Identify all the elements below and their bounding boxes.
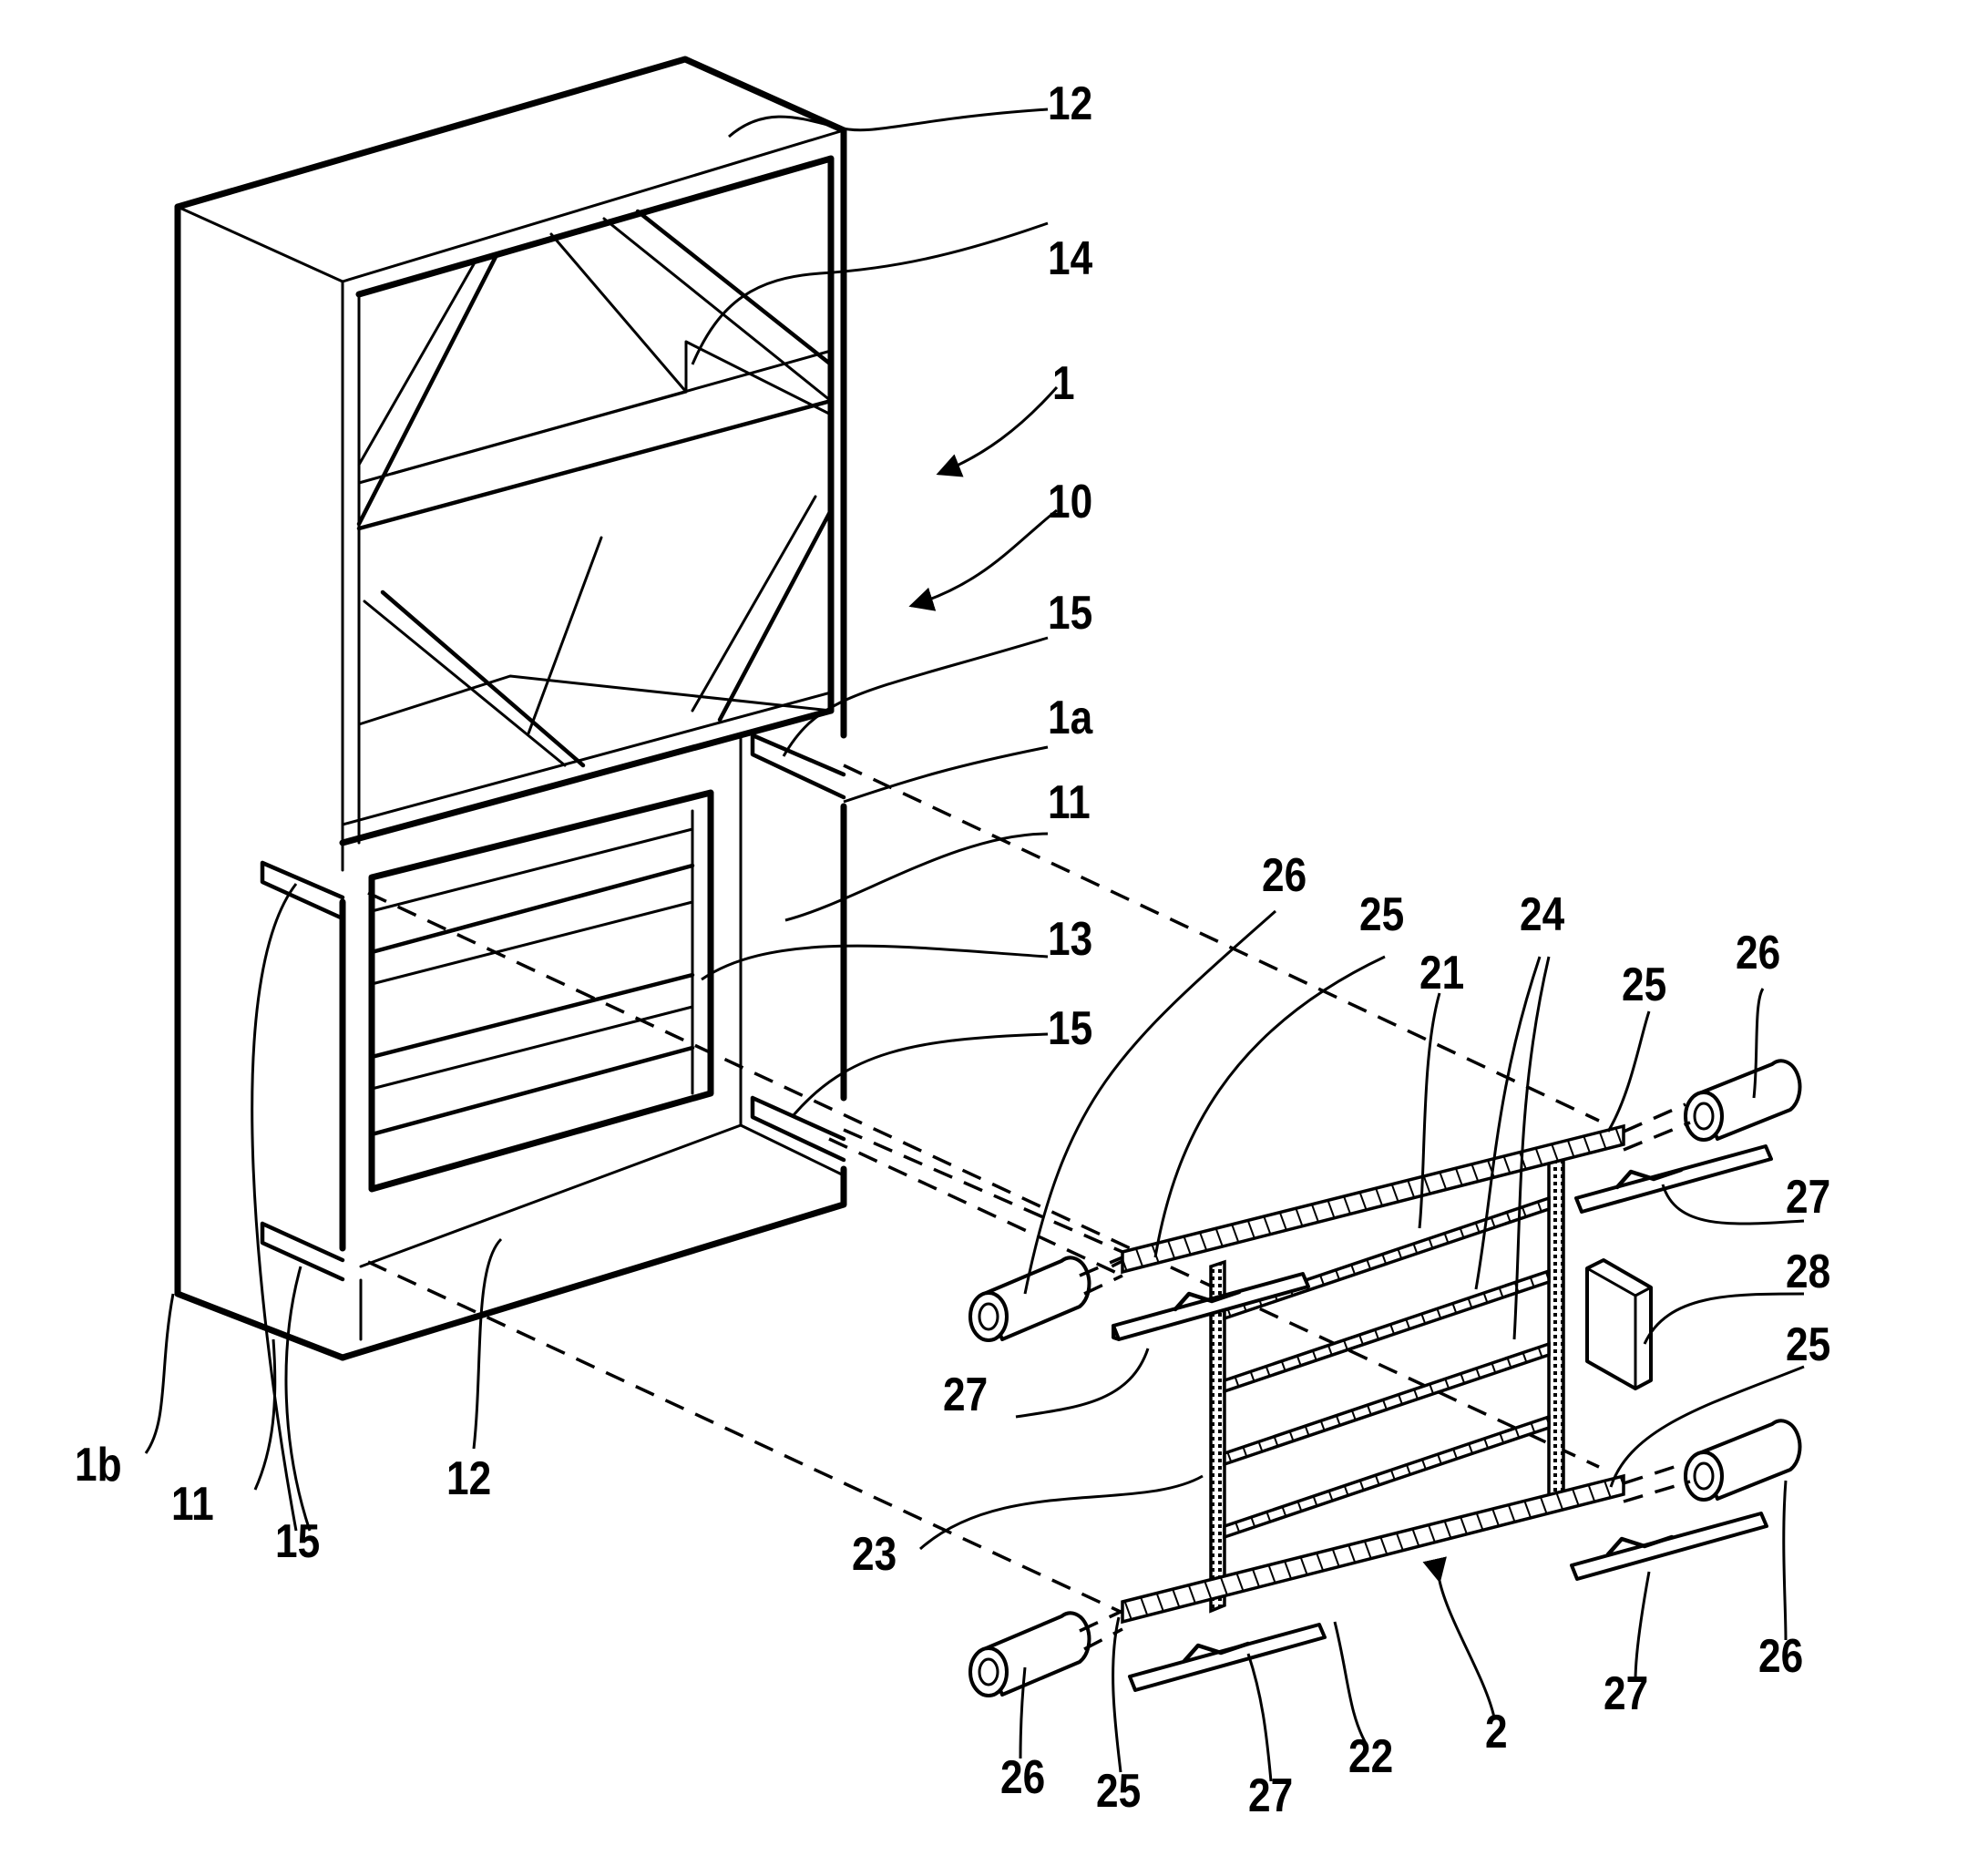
leader-lines — [144, 108, 1805, 1782]
label-26-b: 26 — [1736, 927, 1781, 979]
section-divider-top — [339, 707, 835, 846]
label-1a: 1a — [1048, 692, 1093, 744]
label-26-d: 26 — [1758, 1630, 1804, 1683]
label-15-c: 15 — [275, 1515, 321, 1568]
upper-bottom-shelf-back — [357, 674, 833, 726]
cabinet-left-side — [174, 203, 346, 1361]
label-25-a: 25 — [1359, 888, 1405, 941]
slot-15-lower-right — [750, 1095, 846, 1163]
label-10: 10 — [1048, 476, 1093, 528]
label-25-b: 25 — [1622, 959, 1667, 1011]
slot-15-upper-right — [750, 733, 846, 800]
label-27-c: 27 — [1248, 1769, 1294, 1822]
label-11-a: 11 — [1048, 776, 1091, 829]
label-15-b: 15 — [1048, 1002, 1093, 1055]
lower-frame-13 — [368, 789, 714, 1193]
label-24: 24 — [1520, 888, 1565, 941]
label-25-c: 25 — [1786, 1318, 1831, 1371]
tubes-26 — [968, 1059, 1802, 1697]
label-26-c: 26 — [1000, 1751, 1046, 1804]
tube-26-top-left — [968, 1256, 1123, 1342]
label-27-d: 27 — [1604, 1667, 1649, 1720]
label-1: 1 — [1052, 357, 1075, 410]
bracket-27-bottom-right — [1570, 1512, 1768, 1581]
shelf-14-back — [390, 340, 833, 476]
bracket-27-top-right — [1574, 1144, 1773, 1214]
crossbar-24-2 — [1223, 1268, 1551, 1394]
label-25-d: 25 — [1096, 1765, 1142, 1818]
label-23: 23 — [852, 1528, 897, 1581]
label-15-a: 15 — [1048, 587, 1093, 640]
label-22: 22 — [1348, 1730, 1394, 1783]
tube-26-bottom-right — [1623, 1419, 1802, 1503]
rail-22 — [1121, 1473, 1625, 1625]
label-2: 2 — [1485, 1706, 1508, 1758]
label-26-a: 26 — [1262, 849, 1307, 902]
cabinet-top-front-edge — [176, 128, 845, 283]
front-bottom-edge — [339, 1165, 847, 1361]
upper-opening-outer — [355, 155, 835, 714]
label-27-b: 27 — [943, 1369, 989, 1421]
tube-26-top-right — [1623, 1059, 1802, 1152]
label-12-bottom: 12 — [446, 1452, 492, 1505]
label-13: 13 — [1048, 913, 1093, 966]
label-11-b: 11 — [171, 1478, 214, 1531]
post-23-right — [1547, 1142, 1565, 1504]
label-21: 21 — [1419, 947, 1465, 1000]
label-14: 14 — [1048, 232, 1093, 285]
block-28 — [1585, 1258, 1653, 1390]
brackets-27 — [1112, 1144, 1773, 1692]
rail-21 — [1121, 1123, 1625, 1275]
label-28: 28 — [1786, 1246, 1831, 1298]
post-23-left — [1209, 1259, 1226, 1614]
cabinet-top-back-edge — [174, 56, 847, 210]
crossbar-24-3 — [1223, 1341, 1551, 1467]
label-27-a: 27 — [1786, 1171, 1831, 1224]
bracket-27-bottom-left — [1128, 1623, 1327, 1692]
slot-15-upper-left — [260, 860, 345, 921]
label-1b: 1b — [75, 1439, 122, 1492]
frame-2 — [1121, 1123, 1625, 1625]
label-12-top: 12 — [1048, 77, 1093, 130]
crossbar-24-4 — [1223, 1414, 1551, 1540]
slot-15-lower-left — [260, 1221, 345, 1282]
tube-26-bottom-left — [968, 1609, 1123, 1697]
cabinet-body — [174, 56, 847, 1361]
